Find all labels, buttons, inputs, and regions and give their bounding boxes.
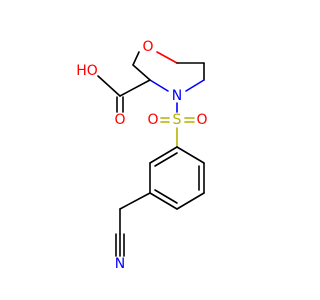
bond-c3-carboxyl-carbon [119, 79, 151, 97]
structure-diagram: O N HO O S O O N [76, 39, 207, 272]
ring-oxygen-label: O [142, 39, 153, 55]
bond-layer [97, 51, 205, 257]
carbonyl-oxygen-label: O [114, 112, 125, 128]
nitrile-nitrogen-label: N [115, 256, 125, 272]
bond-ring-f [149, 146, 178, 164]
bond-ring-c3-c2 [132, 64, 151, 81]
bond-ring-a [176, 146, 205, 164]
hydroxyl-label: HO [76, 63, 98, 79]
bond-ring-f-inner [154, 152, 178, 167]
atom-label-layer: O N HO O S O O N [76, 39, 207, 272]
bond-carboxyl-oh [97, 75, 121, 97]
bond-ring-c2-o [132, 51, 140, 66]
ring-nitrogen-label: N [172, 88, 182, 104]
bond-ring-d-inner [154, 189, 178, 204]
bond-ring-o-ch2-right [156, 51, 178, 64]
sulfonyl-oxygen-right-label: O [196, 112, 207, 128]
bond-ring-n-c3 [149, 79, 169, 92]
sulfur-label: S [173, 112, 182, 128]
bond-ring-d [149, 192, 178, 210]
bond-ring-c [176, 192, 205, 210]
bond-ring-ch2 [119, 192, 151, 210]
bond-ring-ch2-n-b [185, 79, 205, 92]
sulfonyl-oxygen-left-label: O [147, 112, 158, 128]
